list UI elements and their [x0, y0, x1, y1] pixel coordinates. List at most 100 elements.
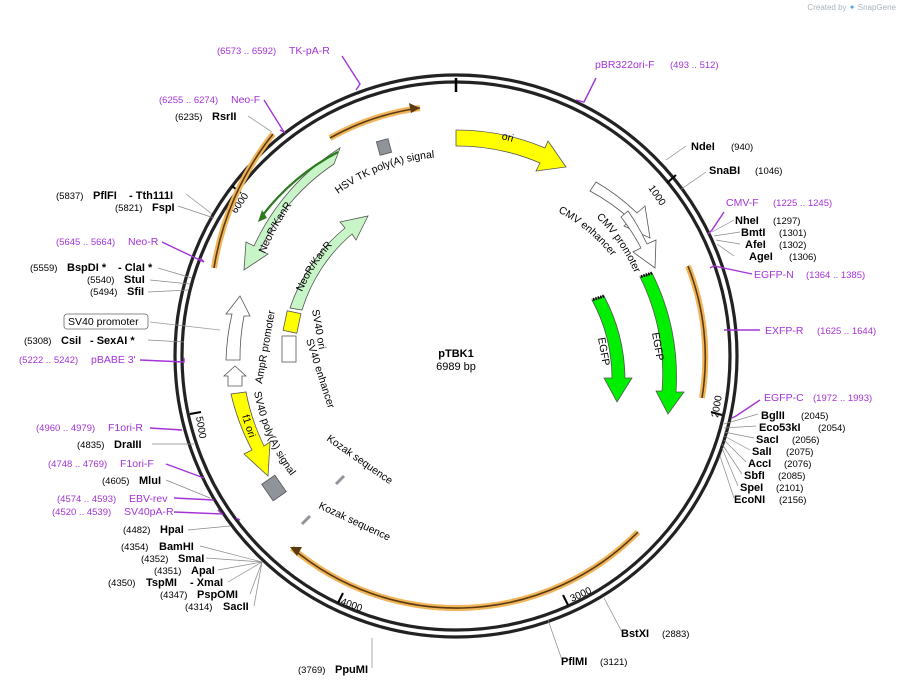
sv40-ori-feature [282, 310, 302, 334]
enzyme-name-eco53ki: Eco53kI [759, 422, 801, 434]
cmv-enhancer-feature [589, 181, 651, 239]
enzyme-name-spei: SpeI [740, 482, 763, 494]
enzyme-name-bglii: BglII [761, 410, 785, 422]
primer-name-pbr322ori-f: pBR322ori-F [595, 59, 655, 71]
enzyme-pos-spei: (2101) [776, 483, 803, 494]
enzyme-name-rsrii: RsrII [212, 111, 236, 123]
enzyme-pos-pflmi: (3121) [600, 657, 627, 668]
backbone-outer-ring [173, 73, 739, 639]
hsv-tk-polya-feature [375, 138, 393, 156]
tick-4000 [337, 592, 344, 604]
enzyme-pos-agei: (1306) [789, 252, 816, 263]
enzyme-pos-fspi: (5821) [115, 203, 142, 214]
enzyme-pos-pflfi: (5837) [56, 191, 83, 202]
enzyme-pos-sbfi: (2085) [778, 471, 805, 482]
enzyme-pos-saci: (2056) [792, 435, 819, 446]
enzyme-suffix-clai: - ClaI * [118, 262, 153, 274]
enzyme-pos-apai: (4351) [154, 566, 181, 577]
enzyme-name-apai: ApaI [191, 565, 215, 577]
enzyme-name-fspi: FspI [152, 202, 175, 214]
kozak-mark-1 [334, 474, 346, 486]
tick-3000 [562, 594, 569, 606]
primer-name-cmv-f: CMV-F [726, 197, 759, 209]
neo-inner-feature [289, 215, 369, 311]
primer-name-f1ori-r: F1ori-R [108, 422, 143, 434]
enzyme-name-pspomi: PspOMI [197, 589, 238, 601]
kozak-label-1: Kozak sequence [324, 433, 395, 487]
enzyme-leaders [147, 115, 759, 668]
primer-pos-f1ori-f: (4748 .. 4769) [48, 459, 107, 470]
enzyme-name-mlui: MluI [139, 475, 161, 487]
enzyme-name-bstxi: BstXI [621, 628, 649, 640]
tick-label-5000: 5000 [193, 416, 208, 440]
enzyme-name-sbfi: SbfI [744, 470, 765, 482]
primer-name-neo-f: Neo-F [231, 94, 260, 106]
enzyme-name-agei: AgeI [749, 251, 773, 263]
enzyme-name-tspmi: TspMI [146, 577, 177, 589]
enzyme-pos-sfii: (5494) [90, 287, 117, 298]
snapgene-credit: Created by ✦ SnapGene [807, 3, 896, 12]
primer-name-f1ori-f: F1ori-F [120, 458, 154, 470]
primer-name-egfp-c: EGFP-C [764, 392, 804, 404]
kozak-label-2: Kozak sequence [317, 500, 393, 544]
enzyme-name-draiii: DraIII [114, 439, 142, 451]
enzyme-name-bmti: BmtI [741, 227, 765, 239]
enzyme-pos-ppumi: (3769) [298, 665, 325, 676]
primer-pos-sv40pa-r: (4520 .. 4539) [52, 507, 111, 518]
enzyme-pos-ndei: (940) [731, 142, 753, 153]
enzyme-name-sacii: SacII [223, 601, 249, 613]
plasmid-length: 6989 bp [436, 361, 476, 373]
tick-label-2000: 2000 [710, 394, 725, 418]
ori-feature [455, 129, 567, 172]
kozak-mark-2 [300, 514, 312, 526]
ampr-promoter-label: AmpR promoter [253, 309, 278, 385]
neo-outer-label: NeoR/KanR [257, 199, 295, 255]
enzyme-name-ndei: NdeI [691, 141, 715, 153]
enzyme-name-stui: StuI [124, 274, 145, 286]
enzyme-name-csii: CsiI [61, 335, 81, 347]
primer-pos-egfp-c: (1972 .. 1993) [813, 393, 872, 404]
tick-1000 [666, 174, 677, 184]
enzyme-name-ppumi: PpuMI [335, 664, 368, 676]
neo-inner-label: NeoR/KanR [294, 239, 335, 293]
primer-marks [139, 55, 761, 521]
primer-pos-egfp-n: (1364 .. 1385) [806, 270, 865, 281]
credit-prefix: Created by [807, 3, 847, 12]
enzyme-pos-csii: (5308) [24, 336, 51, 347]
primer-pos-pbabe3: (5222 .. 5242) [19, 355, 78, 366]
primer-name-egfp-n: EGFP-N [754, 269, 794, 281]
enzyme-pos-bspdi: (5559) [30, 263, 57, 274]
ori-label: ori [501, 130, 515, 144]
enzyme-pos-nhei: (1297) [773, 216, 800, 227]
f1-ori-feature [230, 391, 271, 477]
enzyme-pos-smai: (4352) [141, 554, 168, 565]
tick-label-1000: 1000 [646, 183, 668, 208]
enzyme-name-econi: EcoNI [734, 494, 765, 506]
enzyme-pos-pspomi: (4347) [160, 590, 187, 601]
hsv-tk-polya-label: HSV TK poly(A) signal [333, 149, 435, 197]
credit-brand: SnapGene [857, 3, 896, 12]
primer-pos-neo-f: (6255 .. 6274) [159, 95, 218, 106]
egfp-outer-feature [639, 272, 685, 415]
enzyme-name-afei: AfeI [745, 239, 766, 251]
enzyme-name-sfii: SfiI [127, 286, 144, 298]
primer-name-tk-pa-r: TK-pA-R [289, 45, 330, 57]
plasmid-name: pTBK1 [438, 348, 473, 360]
enzyme-pos-hpai: (4482) [123, 525, 150, 536]
enzyme-suffix-tth111i: - Tth111I [129, 190, 173, 202]
enzyme-pos-econi: (2156) [779, 495, 806, 506]
enzyme-name-sali: SalI [752, 446, 772, 458]
primer-pos-pbr322ori-f: (493 .. 512) [670, 60, 719, 71]
enzyme-name-bspdi: BspDI * [67, 262, 107, 274]
enzyme-name-bamhi: BamHI [159, 541, 194, 553]
snapgene-logo-icon: ✦ [848, 3, 856, 12]
egfp-inner-label: EGFP [595, 336, 612, 366]
sv40-promoter-box-label: SV40 promoter [68, 316, 139, 328]
primer-pos-cmv-f: (1225 .. 1245) [773, 198, 832, 209]
enzyme-name-pflfi: PflFI [93, 190, 117, 202]
enzyme-name-pflmi: PflMI [561, 656, 587, 668]
enzyme-pos-snabi: (1046) [755, 166, 782, 177]
enzyme-pos-sacii: (4314) [185, 602, 212, 613]
ampr-small-arrow [222, 365, 248, 387]
